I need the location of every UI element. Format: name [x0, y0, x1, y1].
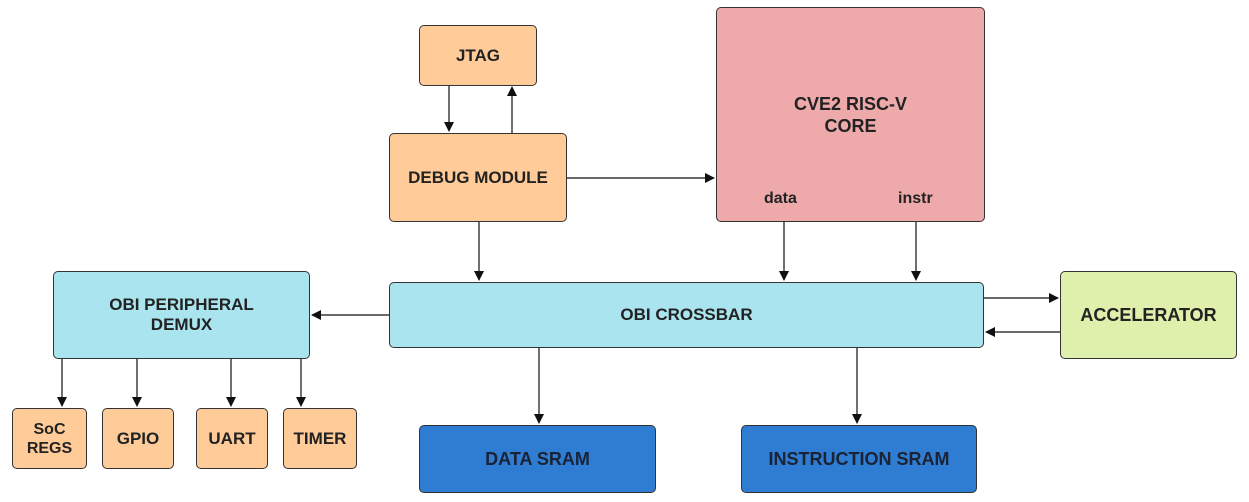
- instruction-sram-block: INSTRUCTION SRAM: [741, 425, 977, 493]
- cve2-core-block: CVE2 RISC-V CORE: [716, 7, 985, 222]
- data-sram-block: DATA SRAM: [419, 425, 656, 493]
- debug-module-block: DEBUG MODULE: [389, 133, 567, 222]
- timer-block: TIMER: [283, 408, 357, 469]
- uart-block: UART: [196, 408, 268, 469]
- gpio-block: GPIO: [102, 408, 174, 469]
- accelerator-block: ACCELERATOR: [1060, 271, 1237, 359]
- jtag-block: JTAG: [419, 25, 537, 86]
- core-port-instr-label: instr: [898, 190, 933, 207]
- core-port-data-label: data: [764, 190, 797, 207]
- soc-regs-block: SoC REGS: [12, 408, 87, 469]
- obi-peripheral-demux-block: OBI PERIPHERAL DEMUX: [53, 271, 310, 359]
- obi-crossbar-block: OBI CROSSBAR: [389, 282, 984, 348]
